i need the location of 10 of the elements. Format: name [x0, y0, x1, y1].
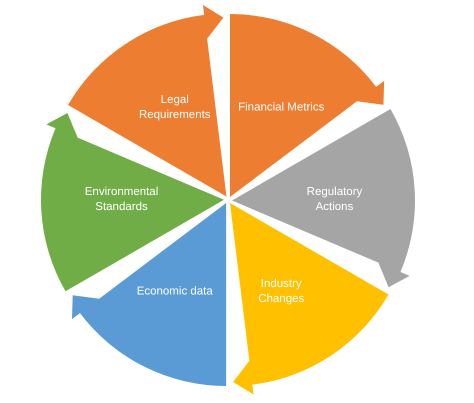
arrow-segment	[72, 203, 226, 386]
segment-label: Economic data	[136, 284, 214, 300]
segment-label: Financial Metrics	[237, 100, 326, 116]
arrow-segment	[68, 4, 226, 197]
segment-label: Industry Changes	[257, 277, 306, 308]
segment-label: Environmental Standards	[84, 185, 160, 215]
arrow-segment	[230, 203, 388, 395]
segment-label: Legal Requirements	[138, 92, 212, 123]
segment-label: Regulatory Actions	[306, 185, 364, 215]
arrow-segment	[230, 14, 384, 197]
